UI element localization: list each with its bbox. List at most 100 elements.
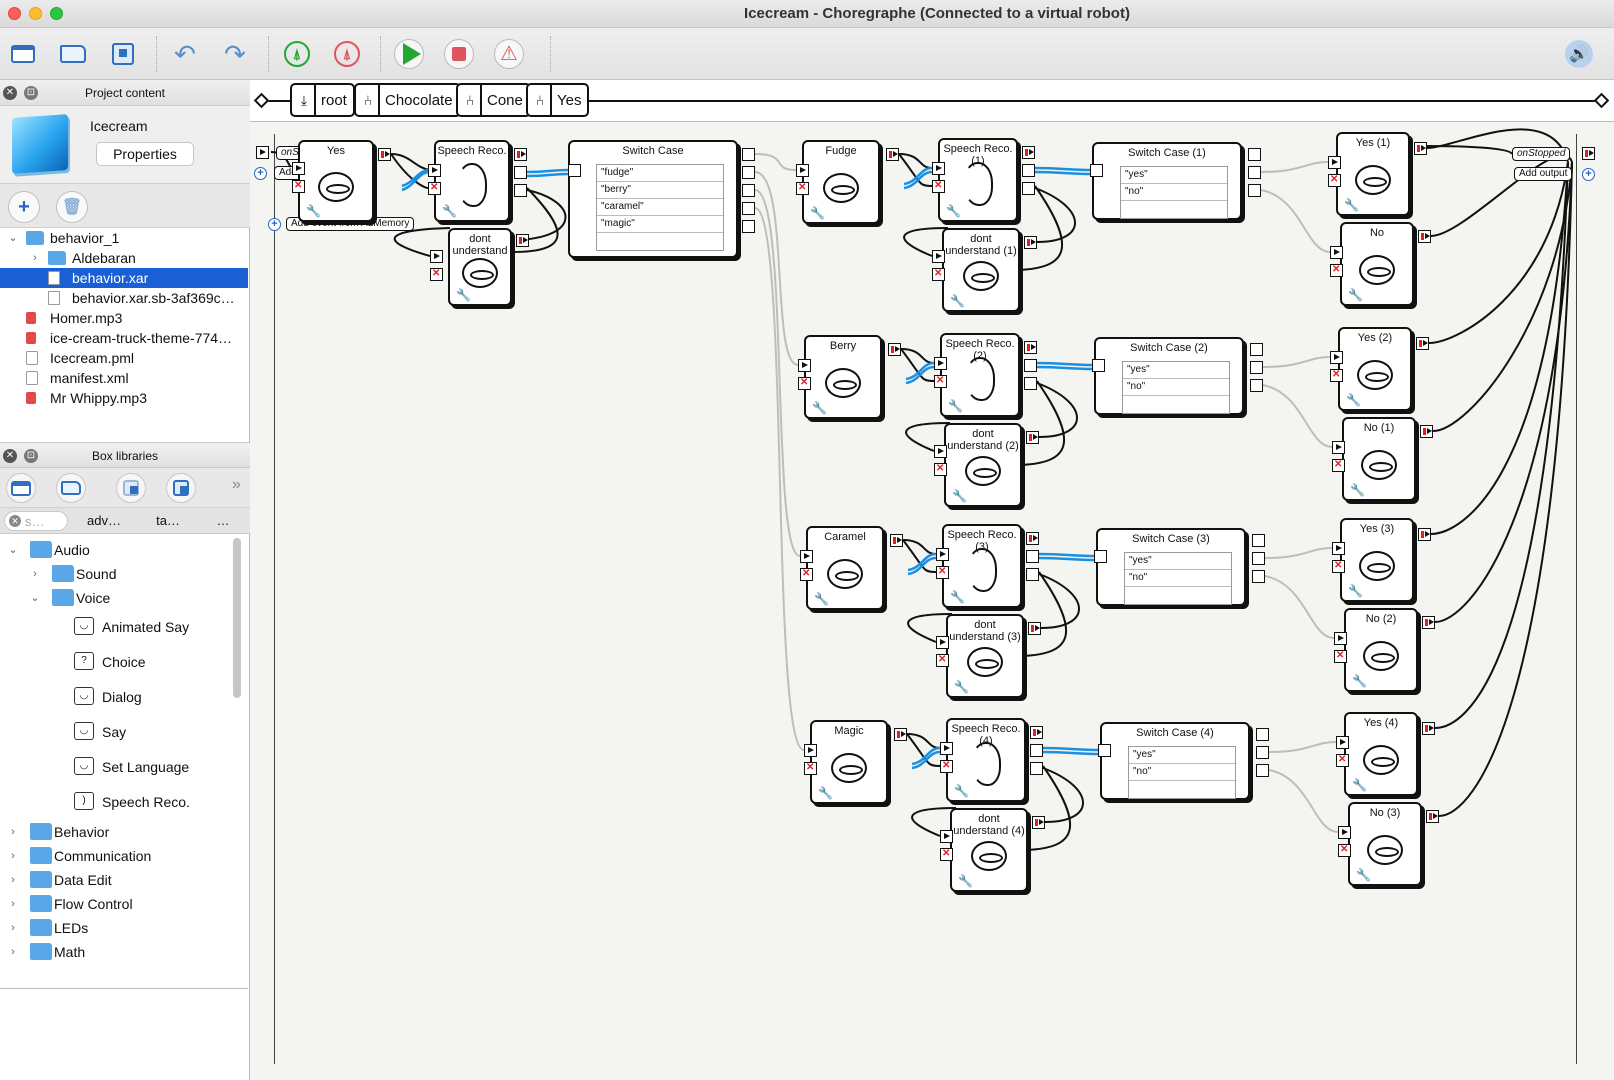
wrench-icon[interactable]: 🔧 bbox=[818, 786, 833, 800]
wrench-icon[interactable]: 🔧 bbox=[456, 288, 471, 302]
breadcrumb-yes[interactable]: ⑃Yes bbox=[526, 83, 590, 117]
switch-case-empty-row[interactable] bbox=[1121, 201, 1227, 218]
box-output[interactable] bbox=[886, 148, 899, 161]
chevron-right-icon[interactable]: › bbox=[11, 898, 15, 910]
box-output[interactable] bbox=[1416, 337, 1429, 350]
debug-button[interactable]: ⚠ bbox=[492, 37, 526, 71]
switch-case-option[interactable]: "yes" bbox=[1121, 167, 1227, 184]
box-stop-input[interactable] bbox=[1328, 174, 1341, 187]
box-output[interactable] bbox=[1418, 528, 1431, 541]
say-box-no[interactable]: No (1)🔧 bbox=[1342, 417, 1416, 501]
box-input[interactable] bbox=[1336, 736, 1349, 749]
speech-reco-box[interactable]: Speech Reco. (3)🔧 bbox=[942, 524, 1022, 608]
switch-case-option[interactable]: "yes" bbox=[1123, 362, 1229, 379]
float-panel-icon[interactable]: ⊡ bbox=[24, 449, 38, 463]
library-item[interactable]: ?Choice bbox=[0, 645, 248, 680]
open-library-button[interactable] bbox=[56, 473, 86, 503]
switch-output[interactable] bbox=[1248, 166, 1261, 179]
box-stop-input[interactable] bbox=[292, 180, 305, 193]
word-recognized-output[interactable] bbox=[1022, 164, 1035, 177]
switch-case-option[interactable]: "no" bbox=[1129, 764, 1235, 781]
speech-reco-box[interactable]: Speech Reco. (1)🔧 bbox=[938, 138, 1018, 222]
word-recognized-output[interactable] bbox=[514, 166, 527, 179]
switch-case-option[interactable]: "yes" bbox=[1129, 747, 1235, 764]
box-stop-input[interactable] bbox=[1334, 650, 1347, 663]
word-recognized-output[interactable] bbox=[1026, 550, 1039, 563]
delete-file-button[interactable]: 🗑 bbox=[56, 191, 88, 223]
timeline-start-marker[interactable] bbox=[253, 92, 270, 109]
clear-search-icon[interactable]: ✕ bbox=[9, 515, 21, 527]
box-input[interactable] bbox=[292, 162, 305, 175]
project-file-item[interactable]: Mr Whippy.mp3 bbox=[0, 388, 248, 408]
box-stop-input[interactable] bbox=[932, 268, 945, 281]
switch-output[interactable] bbox=[1248, 184, 1261, 197]
wrench-icon[interactable]: 🔧 bbox=[1344, 198, 1359, 212]
box-output[interactable] bbox=[1024, 341, 1037, 354]
box-stop-input[interactable] bbox=[1332, 459, 1345, 472]
wrench-icon[interactable]: 🔧 bbox=[954, 784, 969, 798]
box-output[interactable] bbox=[514, 148, 527, 161]
chevron-right-icon[interactable]: › bbox=[11, 874, 15, 886]
switch-output[interactable] bbox=[1248, 148, 1261, 161]
switch-output[interactable] bbox=[742, 184, 755, 197]
library-tab-tags[interactable]: ta… bbox=[156, 513, 180, 528]
project-file-item[interactable]: behavior.xar.sb-3af369c… bbox=[0, 288, 248, 308]
box-stop-input[interactable] bbox=[804, 762, 817, 775]
say-box-caramel[interactable]: Caramel🔧 bbox=[806, 526, 884, 610]
stop-button[interactable] bbox=[442, 37, 476, 71]
new-project-button[interactable] bbox=[6, 37, 40, 71]
library-scrollbar[interactable] bbox=[233, 538, 241, 698]
switch-output[interactable] bbox=[742, 220, 755, 233]
say-box-fudge[interactable]: Fudge🔧 bbox=[802, 140, 880, 224]
box-stop-input[interactable] bbox=[798, 377, 811, 390]
box-output[interactable] bbox=[1422, 616, 1435, 629]
properties-button[interactable]: Properties bbox=[96, 142, 194, 166]
box-input[interactable] bbox=[430, 250, 443, 263]
word-recognized-output[interactable] bbox=[1024, 359, 1037, 372]
switch-output[interactable] bbox=[1252, 534, 1265, 547]
say-box-yes[interactable]: Yes (3)🔧 bbox=[1340, 518, 1414, 602]
say-box-dont-understand[interactable]: dont understand (4)🔧 bbox=[950, 808, 1028, 892]
library-search-input[interactable]: ✕ s… bbox=[4, 511, 68, 531]
box-input[interactable] bbox=[936, 548, 949, 561]
switch-case-empty-row[interactable] bbox=[1123, 396, 1229, 413]
play-button[interactable] bbox=[392, 37, 426, 71]
switch-case-option[interactable]: "berry" bbox=[597, 182, 723, 199]
more-chevron-icon[interactable]: » bbox=[232, 476, 241, 493]
wrench-icon[interactable]: 🔧 bbox=[1348, 288, 1363, 302]
project-file-item[interactable]: ›Aldebaran bbox=[0, 248, 248, 268]
box-input[interactable] bbox=[1332, 441, 1345, 454]
box-output[interactable] bbox=[888, 343, 901, 356]
box-stop-input[interactable] bbox=[1338, 844, 1351, 857]
breadcrumb-chocolate[interactable]: ⑃Chocolate bbox=[354, 83, 461, 117]
say-box-yes[interactable]: Yes (4)🔧 bbox=[1344, 712, 1418, 796]
switch-case-option[interactable]: "no" bbox=[1121, 184, 1227, 201]
library-item[interactable]: ◡Say bbox=[0, 715, 248, 750]
box-output[interactable] bbox=[1028, 622, 1041, 635]
switch-case-option[interactable]: "no" bbox=[1125, 570, 1231, 587]
switch-case-option[interactable]: "caramel" bbox=[597, 199, 723, 216]
save-project-button[interactable] bbox=[106, 37, 140, 71]
not-understood-output[interactable] bbox=[1026, 568, 1039, 581]
switch-case-option[interactable]: "fudge" bbox=[597, 165, 723, 182]
library-item[interactable]: ›Flow Control bbox=[0, 892, 248, 916]
say-box-magic[interactable]: Magic🔧 bbox=[810, 720, 888, 804]
volume-button[interactable]: 🔊 bbox=[1562, 37, 1596, 71]
box-stop-input[interactable] bbox=[1330, 264, 1343, 277]
box-stop-input[interactable] bbox=[1332, 560, 1345, 573]
library-item[interactable]: ›Data Edit bbox=[0, 868, 248, 892]
not-understood-output[interactable] bbox=[514, 184, 527, 197]
say-box-no[interactable]: No (2)🔧 bbox=[1344, 608, 1418, 692]
speech-reco-box[interactable]: Speech Reco. (4)🔧 bbox=[946, 718, 1026, 802]
say-box-dont-understand[interactable]: dont understand (1)🔧 bbox=[942, 228, 1020, 312]
box-input[interactable] bbox=[934, 445, 947, 458]
say-box-yes[interactable]: Yes🔧 bbox=[298, 140, 374, 222]
box-output[interactable] bbox=[1418, 230, 1431, 243]
box-input[interactable] bbox=[932, 162, 945, 175]
box-stop-input[interactable] bbox=[428, 182, 441, 195]
library-tab-more[interactable]: … bbox=[216, 513, 230, 528]
library-item[interactable]: )Speech Reco. bbox=[0, 785, 248, 820]
box-stop-input[interactable] bbox=[940, 848, 953, 861]
box-output[interactable] bbox=[378, 148, 391, 161]
box-output[interactable] bbox=[516, 234, 529, 247]
